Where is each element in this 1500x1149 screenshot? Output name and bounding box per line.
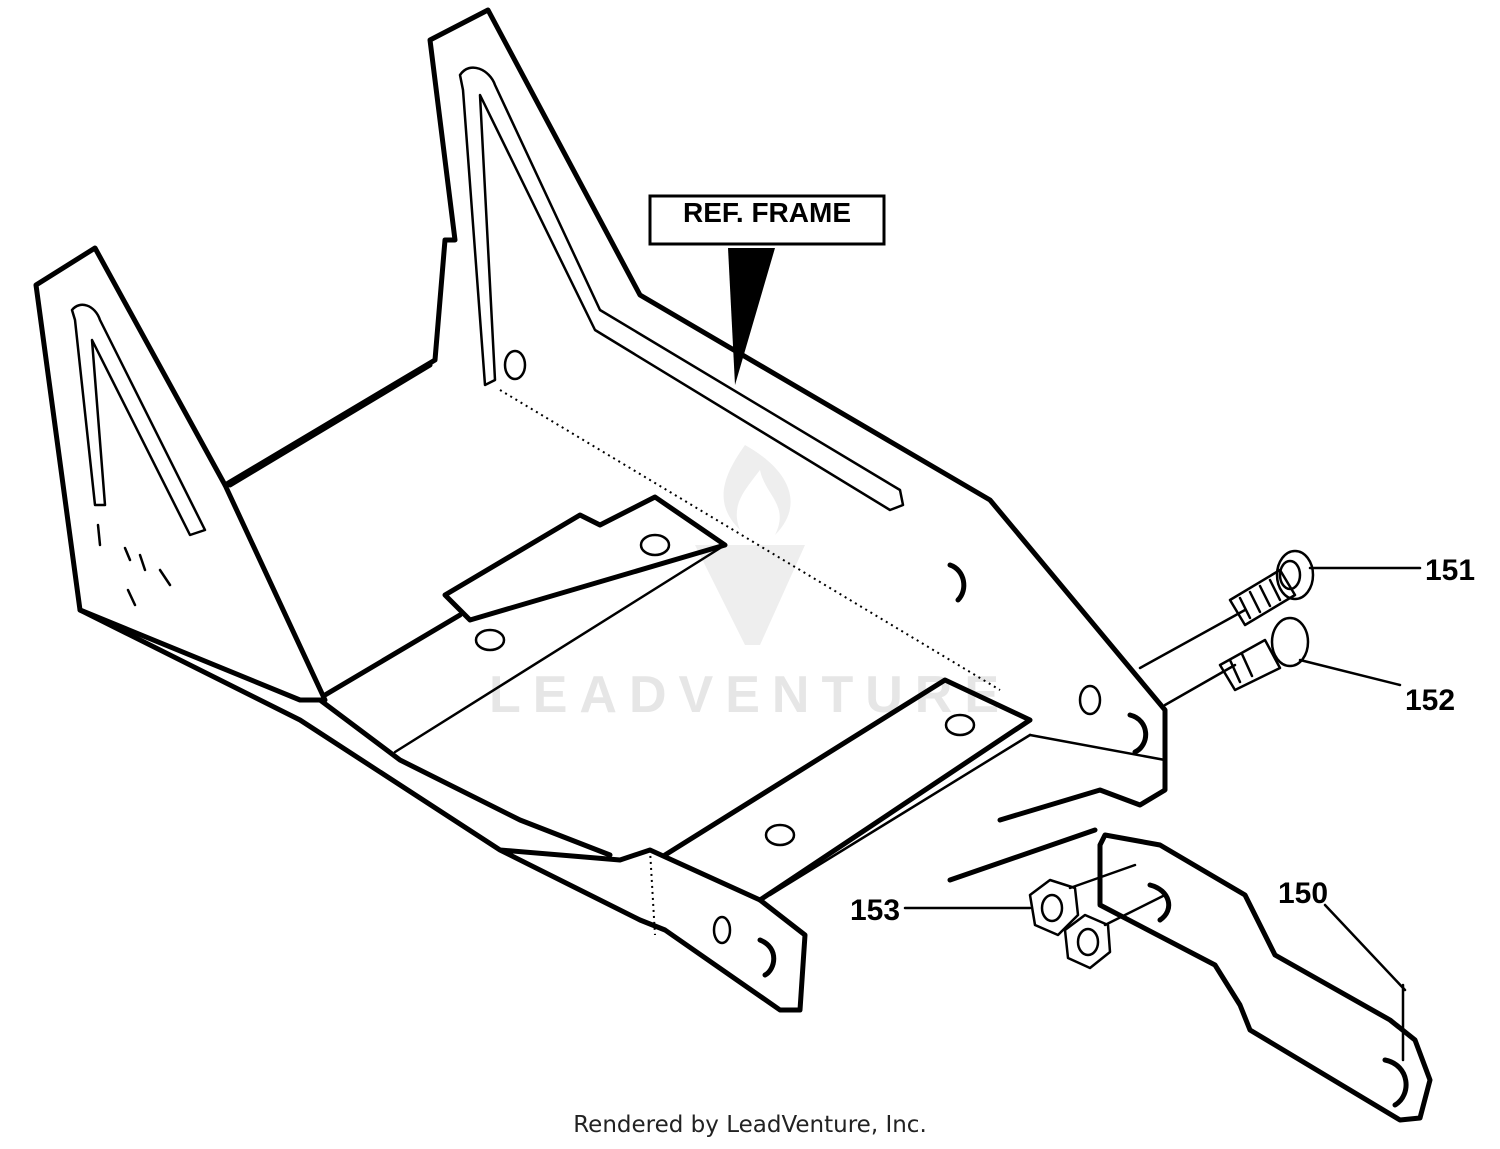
callout-150: 150: [1278, 877, 1328, 910]
part-150-bracket: 150: [1097, 832, 1433, 1123]
watermark-v-icon: [695, 545, 805, 645]
callout-153: 153: [850, 894, 900, 927]
callout-151: 151: [1425, 554, 1475, 587]
render-credit: Rendered by LeadVenture, Inc.: [573, 1112, 927, 1138]
callout-152: 152: [1405, 684, 1455, 717]
reference-frame-callout: REF. FRAME: [648, 194, 886, 385]
part-152-bolt: 152: [1163, 616, 1455, 717]
reference-label-box: [648, 194, 886, 246]
reference-label-text: REF. FRAME: [683, 197, 851, 228]
leadventure-watermark: LEADVENTURE: [489, 445, 1011, 724]
part-153-nuts: 153: [850, 827, 1167, 970]
part-151-bolt: 151: [1138, 549, 1475, 670]
reference-pointer: [728, 248, 775, 385]
frame-outline: [33, 7, 1168, 1013]
watermark-flame-icon: [723, 445, 791, 535]
watermark-text: LEADVENTURE: [489, 666, 1011, 724]
